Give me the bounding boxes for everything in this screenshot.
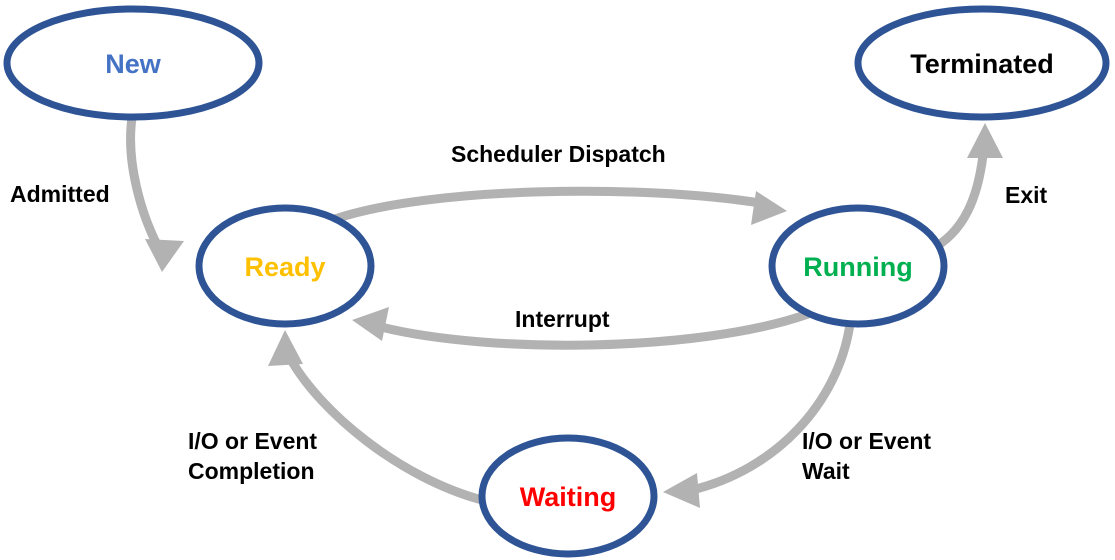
- state-ellipse-ready[interactable]: [195, 204, 375, 328]
- arrowhead-icon-io-event-completion: [268, 330, 303, 366]
- arrowhead-icon-admitted: [145, 239, 184, 272]
- edge-line-exit: [927, 154, 988, 255]
- edge-line-interrupt: [379, 309, 810, 350]
- edge-scheduler-dispatch: [333, 186, 787, 225]
- edge-interrupt: [352, 307, 810, 350]
- edge-label-line: Interrupt: [515, 306, 610, 332]
- state-node-waiting[interactable]: Waiting: [478, 434, 658, 558]
- edge-label-line: Admitted: [10, 181, 110, 207]
- edge-line-io-event-wait: [690, 323, 855, 495]
- arrowhead-icon-interrupt: [352, 307, 389, 341]
- state-label-new: New: [105, 49, 162, 79]
- edge-label-interrupt: Interrupt: [515, 306, 610, 332]
- edge-line-scheduler-dispatch: [333, 186, 761, 224]
- state-label-terminated: Terminated: [910, 49, 1054, 79]
- state-ellipse-waiting[interactable]: [478, 434, 658, 558]
- edge-label-exit: Exit: [1005, 182, 1048, 208]
- edge-line-io-event-completion: [286, 355, 484, 505]
- state-label-running: Running: [803, 252, 912, 282]
- arrowhead-icon-io-event-wait: [663, 473, 700, 508]
- state-node-running[interactable]: Running: [768, 204, 948, 328]
- state-label-waiting: Waiting: [520, 482, 616, 512]
- edge-admitted: [126, 117, 184, 272]
- arrowhead-icon-exit: [967, 123, 1003, 158]
- state-ellipse-new[interactable]: [3, 5, 263, 121]
- edge-label-line: Exit: [1005, 182, 1048, 208]
- state-ellipse-running[interactable]: [768, 204, 948, 328]
- edge-label-line: Scheduler Dispatch: [451, 141, 666, 167]
- state-node-ready[interactable]: Ready: [195, 204, 375, 328]
- state-node-new[interactable]: New: [3, 5, 263, 121]
- edge-label-line: Wait: [802, 458, 850, 484]
- edge-exit: [927, 123, 1003, 255]
- arrowhead-icon-scheduler-dispatch: [751, 191, 787, 225]
- state-ellipse-terminated[interactable]: [854, 5, 1110, 121]
- edge-label-admitted: Admitted: [10, 181, 110, 207]
- edge-label-line: I/O or Event: [188, 428, 317, 454]
- edge-io-event-wait: [663, 323, 855, 508]
- edge-line-admitted: [126, 117, 166, 257]
- edge-label-line: I/O or Event: [802, 428, 931, 454]
- state-label-ready: Ready: [244, 252, 325, 282]
- state-node-terminated[interactable]: Terminated: [854, 5, 1110, 121]
- edge-label-line: Completion: [188, 458, 315, 484]
- edge-label-scheduler-dispatch: Scheduler Dispatch: [451, 141, 666, 167]
- edge-io-event-completion: [268, 330, 484, 505]
